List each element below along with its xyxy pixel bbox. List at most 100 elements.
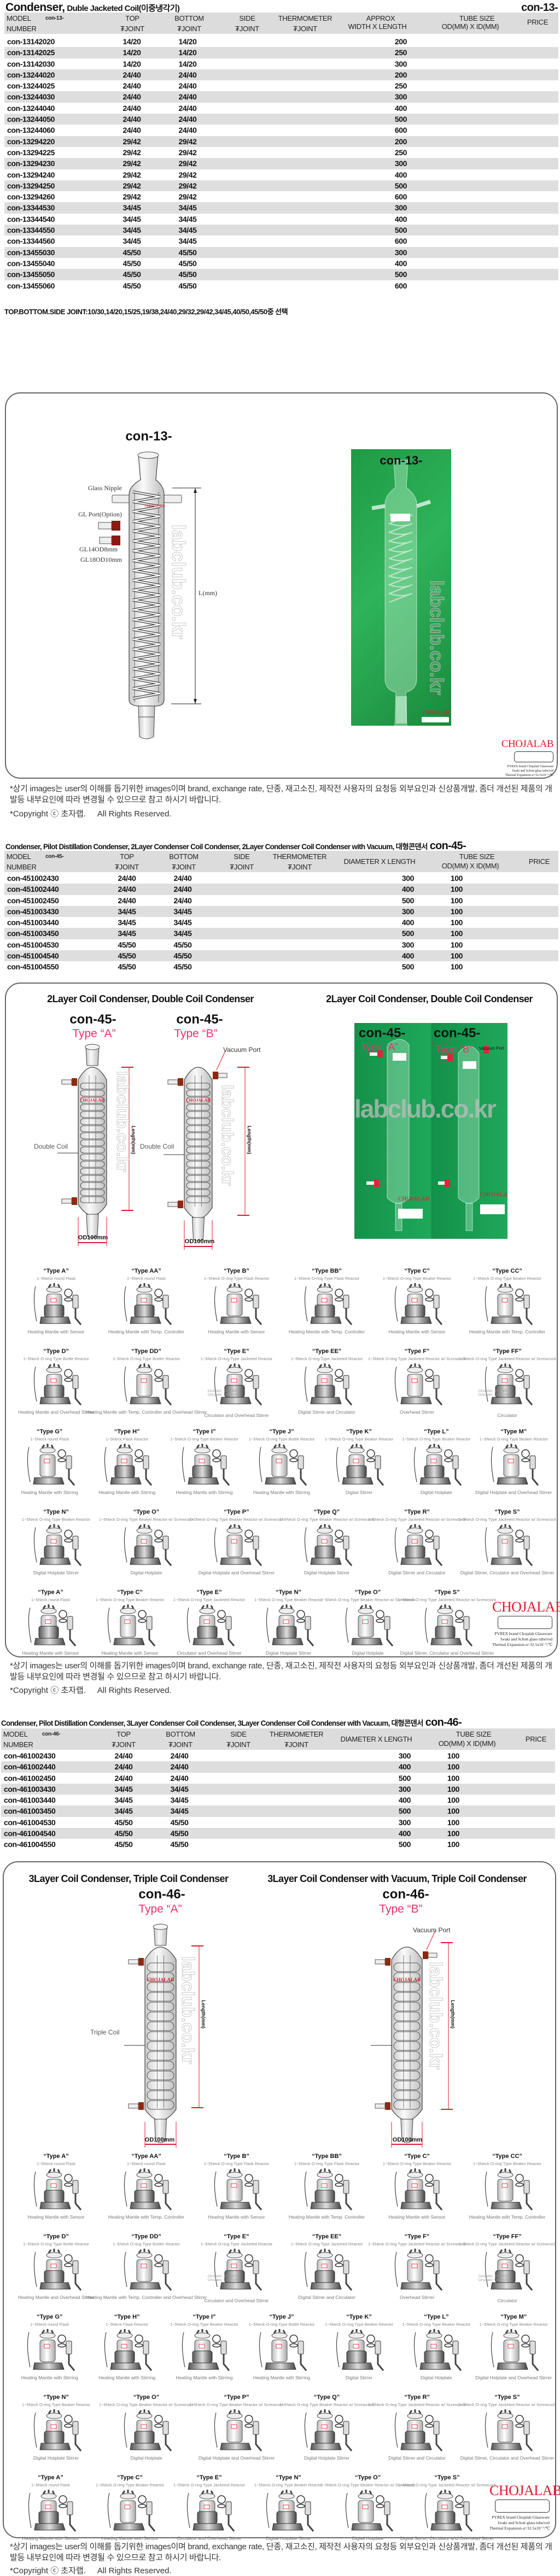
cell-length: 500 [394,115,407,124]
type-caption: Heating Mantle with Sensor [208,1329,265,1334]
cell-tube-size: 100 [450,896,463,905]
svg-text:CHOJALAB: CHOJALAB [393,1977,421,1983]
reactor-illustration [491,1444,539,1486]
cell-length: 250 [394,81,407,91]
type-label: “Type C” [404,1268,430,1274]
brand-line-3: Thermal Expansion α=32.5x10⁻⁷/℃ [505,774,553,777]
type-caption: Heating Mantle with Sensor [388,1329,446,1334]
cell-diameter-length: 300 [401,874,415,883]
cell-length: 600 [394,281,407,290]
drawing-code: con-13- [125,429,172,444]
label-length-b: Length(mm) [450,2000,456,2028]
cell-length: 500 [394,226,407,235]
reactor-illustration [107,1604,155,1646]
type-subtitle: 1~5Neck O-ring Type Jacketed Reactor w/ … [368,2402,466,2407]
cell-model: con-13344550 [7,226,55,235]
reactor-illustration [124,2249,172,2291]
type-label: “Type L” [423,1428,449,1435]
section-code: con-13- [521,2,558,14]
type-label: “Type G” [36,1428,63,1435]
header-diameter-length: DIAMETER X LENGTH [343,857,416,866]
type-subtitle: 1~5Neck O-ring Type Jacketed Reactor w/ … [398,1597,497,1602]
type-label: “Type S” [494,1509,520,1515]
type-label: “Type CC” [492,2153,522,2160]
type-subtitle: 1~5Neck O-ring Type Bottle Reactor [248,2322,315,2327]
type-caption: Heating Mantle with Temp. Controller and… [86,1409,207,1415]
label-length-b: Length(mm) [247,1126,252,1154]
reactor-type-item: “Type A” 1~5Neck round Flask Heating Man… [18,1268,95,1334]
reactor-type-item: “Type L” 1~5Neck O-ring Type Beaker Reac… [398,1428,475,1495]
type-caption: Digital Hotplate Stirrer [265,1650,312,1656]
cell-bottom: 34/45 [173,929,192,938]
type-label: “Type E” [224,2233,249,2240]
type-label: “Type I” [192,2314,216,2320]
cell-length: 600 [394,126,407,135]
photo-code-a: con-45- [359,1026,406,1040]
reactor-type-item: “Type AA” 1~5Neck round Flask Heating Ma… [108,2153,185,2220]
cell-model: con-13294220 [7,137,55,146]
type-caption: Digital Hotplate [130,2455,162,2461]
photo-label-rect [422,717,449,722]
type-label: “Type DD” [131,2233,161,2240]
type-subtitle: 1~5Neck O-ring Type Beaker Reactor [95,2483,165,2487]
cell-top: 34/45 [114,1796,133,1805]
reactor-illustration [394,2249,442,2291]
product-box-con-13 [5,392,558,779]
header-width-length: WIDTH X LENGTH [348,22,407,31]
type-label: “Type I” [192,1428,216,1435]
type-subtitle: 1~5Neck O-ring Type Jacketed Reactor w/ … [458,1356,557,1361]
type-label: “Type N” [43,1509,69,1515]
cell-model: con-13244050 [7,115,55,124]
type-subtitle: 1~5Neck O-ring Type Jacketed Reactor w/ … [458,1517,557,1522]
reactor-illustration [304,2409,352,2451]
cell-tube-size: 100 [450,929,463,938]
header-model: MODEL [7,14,31,22]
type-label: “Type F” [404,1348,430,1355]
cell-model: con-451004550 [7,962,59,972]
label-gl18: GL18OD10mm [80,556,122,563]
header-thermometer: THERMOMETER [269,1730,324,1738]
type-caption: Digital Hotplate [420,2375,452,2380]
type-subtitle: 1~5Neck round Flask [30,2322,69,2327]
header-bottom: BOTTOM [174,14,204,22]
cell-length: 600 [394,192,407,202]
type-caption: Digital Hotplate and Overhead Stirrer [198,2455,275,2461]
type-label: “Type N” [276,2474,301,2481]
reactor-illustration [33,2249,81,2291]
cell-length: 400 [394,258,407,268]
type-subtitle: 1~5Neck O-ring Type Bottler Reactor [112,2242,180,2246]
reactor-illustration [424,1604,472,1646]
cell-bottom: 29/42 [178,159,197,168]
type-label: “Type N” [276,1589,301,1596]
reactor-type-item: “Type N” 1~5Neck O-ring Type Beaker Reac… [250,1589,327,1656]
cell-model: con-13142020 [7,37,55,46]
reactor-type-item: “Type R” 1~5Neck O-ring Type Jacketed Re… [368,1509,466,1575]
watermark-b: labclub.co.kr [218,1085,237,1186]
cell-model: con-13455040 [7,258,55,268]
type-caption: Digital Stirrer and Circulator [388,1570,446,1575]
reactor-illustration [336,1444,384,1486]
cell-model: con-13455030 [7,248,55,257]
cell-top: 14/20 [122,59,141,68]
cell-model: con-13142025 [7,48,55,57]
section-code: con-46- [425,1716,462,1728]
reactor-type-item: “Type F” 1~5Neck O-ring Type Jacketed Re… [368,2233,466,2300]
header-side: SIDE [234,852,250,861]
label-length: L(mm) [199,589,217,597]
reactor-illustration [124,2168,172,2210]
type-caption: Heating Mantle with Temp. Controller [108,1329,185,1334]
label-od-b: OD100mm [392,2137,423,2143]
type-label: “Type M” [500,2314,527,2320]
cell-bottom: 24/40 [178,103,197,113]
reactor-type-item: “Type FF” 1~5Neck O-ring Type Jacketed R… [458,1348,556,1418]
product-photo-con-45: con-45- Type “A” con-45- Type “B” Vacuum… [354,1023,508,1239]
reactor-illustration [304,1363,352,1405]
cell-bottom: 24/40 [170,1773,189,1783]
photo-code-b: con-45- [434,1026,481,1040]
